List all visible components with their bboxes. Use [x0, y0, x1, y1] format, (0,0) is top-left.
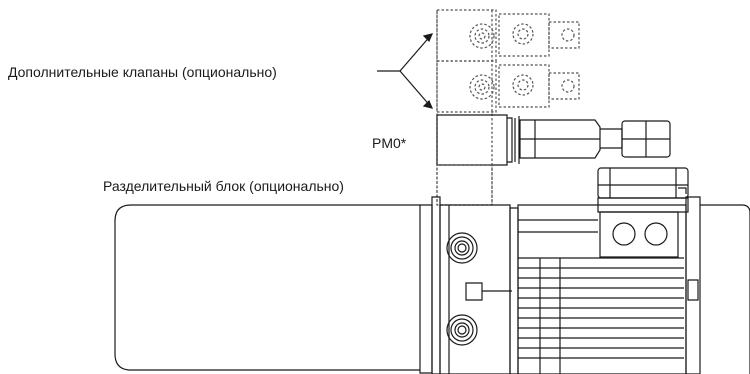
label-additional-valves: Дополнительные клапаны (опционально): [8, 64, 277, 80]
electric-motor: [115, 205, 432, 373]
upper-valve: [437, 10, 579, 61]
motor-end-cap: [686, 197, 750, 374]
lower-valve: [437, 61, 579, 112]
label-separating-block: Разделительный блок (опционально): [103, 178, 344, 194]
port-bottom: [447, 315, 477, 345]
mounting-flange: [432, 197, 518, 374]
label-arrows: [377, 34, 432, 108]
pm0-valve: [437, 115, 670, 165]
cooling-fins: [518, 220, 684, 374]
pump-body: [518, 168, 688, 374]
separating-block: [437, 165, 492, 205]
label-pm0: PM0*: [372, 135, 407, 151]
port-top: [447, 233, 477, 263]
optional-valves: [437, 10, 579, 205]
